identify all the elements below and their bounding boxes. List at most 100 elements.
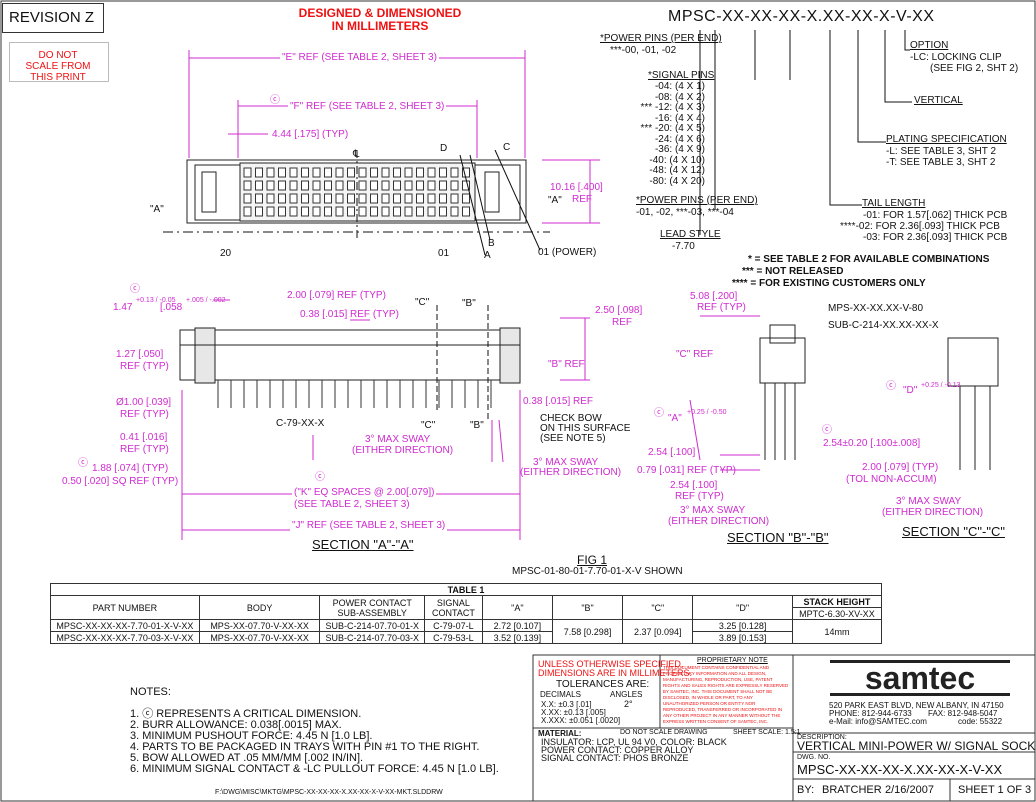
revision-box <box>2 3 104 33</box>
dim-041-ref: REF (TYP) <box>120 444 169 455</box>
section-cc-title: SECTION "C"-"C" <box>902 524 1005 539</box>
table-cell: SUB-C-214-07.70-01-X <box>319 619 426 632</box>
designed-title-2: IN MILLIMETERS <box>331 19 429 33</box>
signal-contact-cell <box>450 180 459 191</box>
option-line2: (SEE FIG 2, SHT 2) <box>930 63 1019 74</box>
proprietary-title: PROPRIETARY NOTE <box>697 657 768 664</box>
samtec-email: e-Mail: info@SAMTEC.com <box>829 717 927 726</box>
signal-contact-cell <box>450 167 459 178</box>
section-aa-pins <box>217 380 492 408</box>
signal-contact-cell <box>439 206 447 217</box>
signal-contact-cell <box>416 180 424 191</box>
signal-contact-cell <box>462 206 470 217</box>
signal-pins-list: -04: (4 X 1)-08: (4 X 2)*** -12: (4 X 3)… <box>625 81 705 187</box>
signal-contact-cell <box>312 206 321 217</box>
section-aa-title: SECTION "A"-"A" <box>312 537 414 552</box>
a-tol-values: +0.25 / -0.50 <box>687 409 727 416</box>
sway-lines <box>312 419 504 463</box>
do-not-scale-line3: THIS PRINT <box>30 72 86 83</box>
description-value: VERTICAL MINI-POWER W/ SIGNAL SOCKET <box>797 739 1036 753</box>
samtec-logo: samtec <box>830 656 1010 700</box>
signal-contact-cell <box>278 180 286 191</box>
j-ref: "J" REF (SEE TABLE 2, SHEET 3) <box>290 520 448 531</box>
signal-pin-option: -16: (4 X 4) <box>654 112 705 124</box>
dwg-label: DWG. NO. <box>797 754 831 761</box>
signal-pin-option: -40: (4 X 10) <box>649 154 705 166</box>
proprietary-text: THIS DOCUMENT CONTAINS CONFIDENTIAL AND … <box>663 665 789 724</box>
notes-title: NOTES: <box>130 686 171 698</box>
col-d: "D" <box>692 595 793 620</box>
table-cell: C-79-53-L <box>424 631 483 644</box>
signal-contact-cell <box>370 180 378 191</box>
signal-contact-cell <box>358 193 367 204</box>
material-line2: POWER CONTACT: COPPER ALLOY <box>541 745 694 755</box>
d-tol-values: +0.25 / -0.13 <box>921 382 961 389</box>
signal-pin-option: -36: (4 X 9) <box>654 144 705 155</box>
table-cell-stack: 14mm <box>791 619 883 644</box>
unless-1: UNLESS OTHERWISE SPECIFIED, <box>538 659 684 669</box>
cut-b-label-2: "B" <box>470 420 484 431</box>
dim-058-tol: +.005 / -.002 <box>186 297 226 304</box>
signal-contact-cell <box>335 206 344 217</box>
samtec-address: 520 PARK EAST BLVD, NEW ALBANY, IN 47150 <box>829 701 1004 710</box>
critical-icon: ⓒ <box>78 458 88 469</box>
dim-147-tol: +0.13 / -0.05 <box>136 297 176 304</box>
signal-contact-cell <box>358 167 367 178</box>
signal-contact-cell <box>347 206 355 217</box>
signal-contact-cell <box>358 206 367 217</box>
section-bb-title: SECTION "B"-"B" <box>727 530 829 545</box>
signal-contact-cell <box>335 193 344 204</box>
star-note-1: * = SEE TABLE 2 FOR AVAILABLE COMBINATIO… <box>748 254 990 265</box>
signal-contact-cell <box>416 193 424 204</box>
designed-title-1: DESIGNED & DIMENSIONED <box>298 6 462 20</box>
signal-pin-option: *** -20: (4 X 5) <box>640 123 705 134</box>
stack-sub: MPTC-6.30-XV-XX <box>791 607 883 620</box>
critical-icon: ⓒ <box>822 425 832 436</box>
a-tol: "A" <box>668 413 682 424</box>
tolerances-are: TOLERANCES ARE: <box>556 679 650 690</box>
note-4: 4. PARTS TO BE PACKAGED IN TRAYS WITH PI… <box>130 741 480 753</box>
signal-contact-cell <box>324 206 332 217</box>
by-label: BY: <box>797 784 815 796</box>
dim-250-ref: REF <box>612 317 632 328</box>
dim-508: 5.08 [.200] <box>690 291 738 302</box>
signal-contact-cell <box>381 180 390 191</box>
tol-xx: X.X: ±0.3 [.01] <box>541 700 592 709</box>
lead-style-value: -7.70 <box>672 241 695 252</box>
section-bb-body <box>759 324 806 460</box>
signal-contact-cell <box>450 193 459 204</box>
bb-sway-2: (EITHER DIRECTION) <box>668 516 770 527</box>
signal-contact-cell <box>324 167 332 178</box>
signal-contact-cell <box>335 167 344 178</box>
signal-contact-cell <box>255 206 263 217</box>
signal-contact-cell <box>266 193 275 204</box>
note-2: 2. BURR ALLOWANCE: 0.038[.0015] MAX. <box>130 719 342 731</box>
section-cc-body <box>947 337 999 470</box>
pin-01-label: 01 <box>438 248 450 259</box>
signal-contact-cell <box>266 206 275 217</box>
signal-contact-cell <box>370 206 378 217</box>
signal-contact-cell <box>393 180 401 191</box>
section-bb-dims <box>689 315 760 471</box>
signal-contact-cell <box>347 193 355 204</box>
check-bow-2: ON THIS SURFACE <box>540 423 631 434</box>
signal-contact-cell <box>347 180 355 191</box>
signal-contact-cell <box>393 167 401 178</box>
drawing-date: 2/16/2007 <box>885 784 934 796</box>
part-code: MPSC-XX-XX-XX-X.XX-XX-X-V-XX <box>668 8 935 25</box>
note-1: 1. ⓒ REPRESENTS A CRITICAL DIMENSION. <box>130 708 362 720</box>
signal-contact-cell <box>255 193 263 204</box>
signal-contact-cell <box>289 180 298 191</box>
d-tol: "D" <box>903 385 918 396</box>
signal-contact-cell <box>255 167 263 178</box>
table-cell: MPS-XX-07.70-V-XX-XX <box>198 631 321 644</box>
tail-line3: -03: FOR 2.36[.093] THICK PCB <box>863 232 1008 243</box>
sway2-line1: 3° MAX SWAY <box>533 457 599 468</box>
signal-contact-cell <box>439 193 447 204</box>
critical-icon: ⓒ <box>886 381 896 392</box>
critical-icon: ⓒ <box>270 95 280 106</box>
dim-250: 2.50 [.098] <box>595 305 643 316</box>
signal-contact-cell <box>324 193 332 204</box>
